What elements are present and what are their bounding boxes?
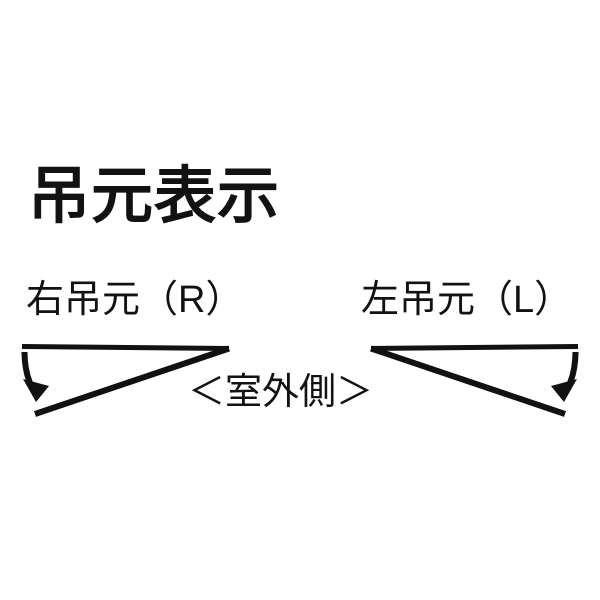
left-hinge-swing-arrow-icon	[551, 379, 577, 402]
right-hinge-diagonal-line	[34, 345, 230, 417]
left-hinge-diagonal-line	[370, 345, 566, 417]
right-hinge-top-line	[21, 344, 230, 351]
page-title: 吊元表示	[28, 162, 281, 231]
right-hinge-label: 右吊元（R）	[26, 279, 244, 321]
left-hinge-top-line	[370, 344, 579, 351]
exterior-side-note: ＜室外側＞	[188, 371, 373, 412]
left-hinge-label: 左吊元（L）	[361, 279, 573, 321]
right-hinge-swing-arrow-icon	[23, 379, 49, 402]
left-hinge-diagram	[370, 344, 579, 417]
right-hinge-diagram	[21, 344, 230, 417]
